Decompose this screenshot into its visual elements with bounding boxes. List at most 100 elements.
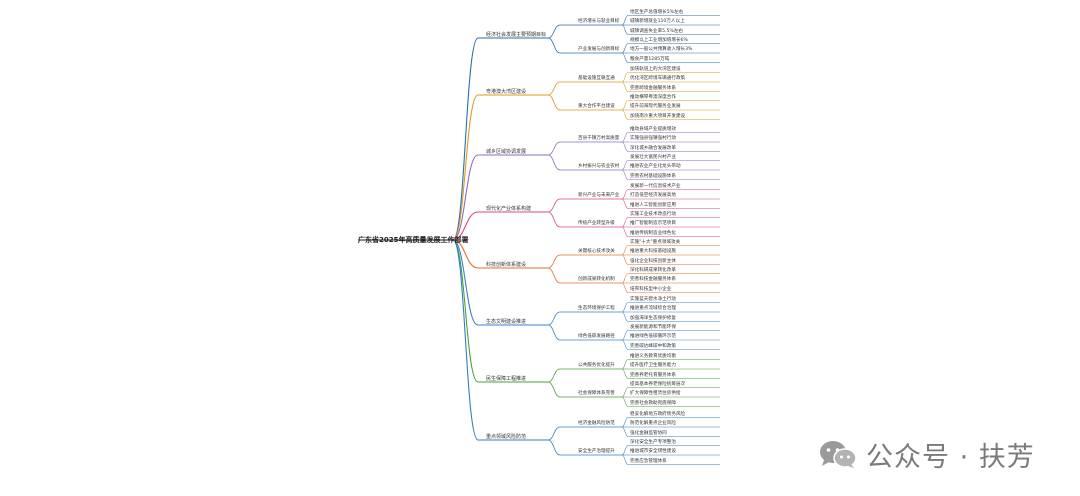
leaf-item[interactable]: 实施"十大"重点领域攻关 [630,239,681,245]
connector-line [547,324,561,341]
leaf-item[interactable]: 完善碳达峰碳中和政策 [630,343,676,349]
subtopic[interactable]: 公共服务优化提升 [578,363,615,368]
subtopic[interactable]: 经济金融风险防范 [578,421,615,426]
branch-topic[interactable]: 民生保障工程推进 [486,376,527,382]
leaf-item[interactable]: 地区生产总值增长5%左右 [630,9,684,15]
connector-line [621,217,629,228]
subtopic[interactable]: 传统产业转型升级 [578,221,615,226]
leaf-item[interactable]: 规模以上工业增加值增长6% [630,37,688,43]
leaf-item[interactable]: 打造低空经济发展高地 [630,193,676,198]
branch-topic[interactable]: 粤港澳大湾区建设 [486,89,527,95]
connector-line [621,169,629,180]
connector-line [621,141,629,152]
leaf-item[interactable]: 粮食产量1285万吨 [630,56,670,62]
connector-line [621,72,629,83]
leaf-item[interactable]: 推进重点流域综合治理 [630,306,676,311]
leaf-item[interactable]: 推动县域产业提质增效 [630,126,676,132]
leaf-item[interactable]: 实施蓝天碧水净土行动 [630,296,676,302]
leaf-item[interactable]: 地方一般公共预算收入增长3% [630,47,693,52]
watermark-text: 公众号 · 扶芳 [866,441,1035,473]
leaf-item[interactable]: 强化金融监管协同 [630,430,667,436]
connector-line [621,254,629,265]
connector-line [547,81,561,96]
leaf-item[interactable]: 完善科技金融服务体系 [630,277,676,282]
connector-line [621,368,629,379]
branch-topic[interactable]: 现代化产业体系构建 [486,206,532,212]
leaf-item[interactable]: 推进城市安全韧性建设 [630,449,676,454]
connector-line [547,94,561,111]
leaf-item[interactable]: 稳妥化解地方政府债务风险 [630,411,686,417]
branch-topic[interactable]: 生态文明建设推进 [486,319,527,325]
leaf-item[interactable]: 推进绿色低碳循环示范 [630,334,676,339]
branch-topic[interactable]: 科技创新体系建设 [486,262,527,268]
wechat-icon [818,439,858,469]
branch-topic[interactable]: 重点领域风险防范 [486,434,527,440]
leaf-item[interactable]: 提升前海现代服务业发展 [630,104,681,109]
leaf-item[interactable]: 实施工业技术改造行动 [630,211,676,217]
connector-line [621,160,629,171]
subtopic[interactable]: 重大合作平台建设 [578,104,615,109]
leaf-item[interactable]: 推进重大科技基础设施 [630,249,676,254]
leaf-item[interactable]: 完善养老托育服务体系 [630,372,676,378]
leaf-item[interactable]: 推广智能制造示范项目 [630,221,676,226]
subtopic[interactable]: 新兴产业与未来产业 [578,193,620,198]
connector-line [452,239,479,383]
connector-line [621,43,629,54]
leaf-item[interactable]: 提高基本养老保险统筹层次 [630,381,686,387]
connector-line [547,254,561,269]
leaf-item[interactable]: 完善社会救助兜底保障 [630,400,676,406]
subtopic[interactable]: 创新成果转化机制 [578,277,615,282]
leaf-item[interactable]: 推进农业产业化龙头带动 [630,164,681,169]
leaf-item[interactable]: 防范化解重点企业风险 [630,421,676,426]
leaf-item[interactable]: 深化安全生产专项整治 [630,439,676,445]
leaf-item[interactable]: 完善农村基础设施体系 [630,173,676,179]
leaf-item[interactable]: 推动横琴粤澳深度合作 [630,94,676,100]
leaf-item[interactable]: 深化城乡融合发展改革 [630,145,676,151]
leaf-item[interactable]: 提升医疗卫生服务能力 [630,363,676,368]
leaf-item[interactable]: 实施强县强镇强村行动 [630,136,676,141]
connector-line [547,37,561,54]
connector-line [621,330,629,341]
connector-line [621,445,629,456]
subtopic[interactable]: 百县千镇万村高质量 [578,136,620,141]
subtopic[interactable]: 绿色低碳发展路径 [578,334,615,339]
subtopic[interactable]: 基础设施互联互通 [578,76,615,81]
leaf-item[interactable]: 强化企业科技创新主体 [630,258,676,264]
subtopic[interactable]: 产业发展与创新目标 [578,47,620,52]
leaf-item[interactable]: 推进人工智能创新应用 [630,202,676,208]
leaf-item[interactable]: 加快南沙重大项目开发建设 [630,113,686,119]
leaf-item[interactable]: 城镇新增就业110万人以上 [630,19,685,24]
leaf-item[interactable]: 加快轨道上的大湾区建设 [630,66,681,72]
subtopic[interactable]: 安全生产治理提升 [578,449,615,454]
connector-line [621,396,629,407]
leaf-item[interactable]: 推进传统制造业绿色化 [630,230,676,236]
subtopic[interactable]: 关键核心技术攻关 [578,249,615,254]
root-topic[interactable]: 广东省2025年高质量发展工作部署 [358,236,469,244]
leaf-item[interactable]: 城镇调查失业率5.5%左右 [630,28,684,34]
branch-topic[interactable]: 城乡区域协调发展 [486,149,527,155]
leaf-item[interactable]: 完善跨境金融服务体系 [630,85,676,91]
leaf-item[interactable]: 发展新能源和节能环保 [630,324,676,330]
connector-line [621,109,629,120]
leaf-item[interactable]: 发展新一代信息技术产业 [630,183,681,189]
leaf-item[interactable]: 扩大保障性租赁住房供给 [630,391,681,396]
connector-line [547,24,561,39]
leaf-item[interactable]: 发展壮大富民兴村产业 [630,154,676,160]
leaf-item[interactable]: 加强海洋生态保护修复 [630,315,676,321]
leaf-item[interactable]: 完善应急管理体系 [630,458,667,464]
branch-topic[interactable]: 经济社会发展主要预期目标 [486,32,547,38]
subtopic[interactable]: 社会保障体系完善 [578,391,615,396]
leaf-item[interactable]: 优化湾区跨境车辆通行政策 [630,76,686,81]
connector-line [621,226,629,237]
leaf-item[interactable]: 推进义务教育优质均衡 [630,353,676,359]
subtopic[interactable]: 乡村振兴与农业农村 [578,164,620,169]
connector-line [547,198,561,213]
connector-line [621,426,629,437]
leaf-item[interactable]: 深化科研成果转化改革 [630,267,676,273]
connector-line [621,282,629,293]
subtopic[interactable]: 生态环境保护工程 [578,306,615,311]
leaf-item[interactable]: 培育科技型中小企业 [630,286,672,292]
connector-line [452,239,479,269]
subtopic[interactable]: 经济增长与就业目标 [578,19,620,24]
